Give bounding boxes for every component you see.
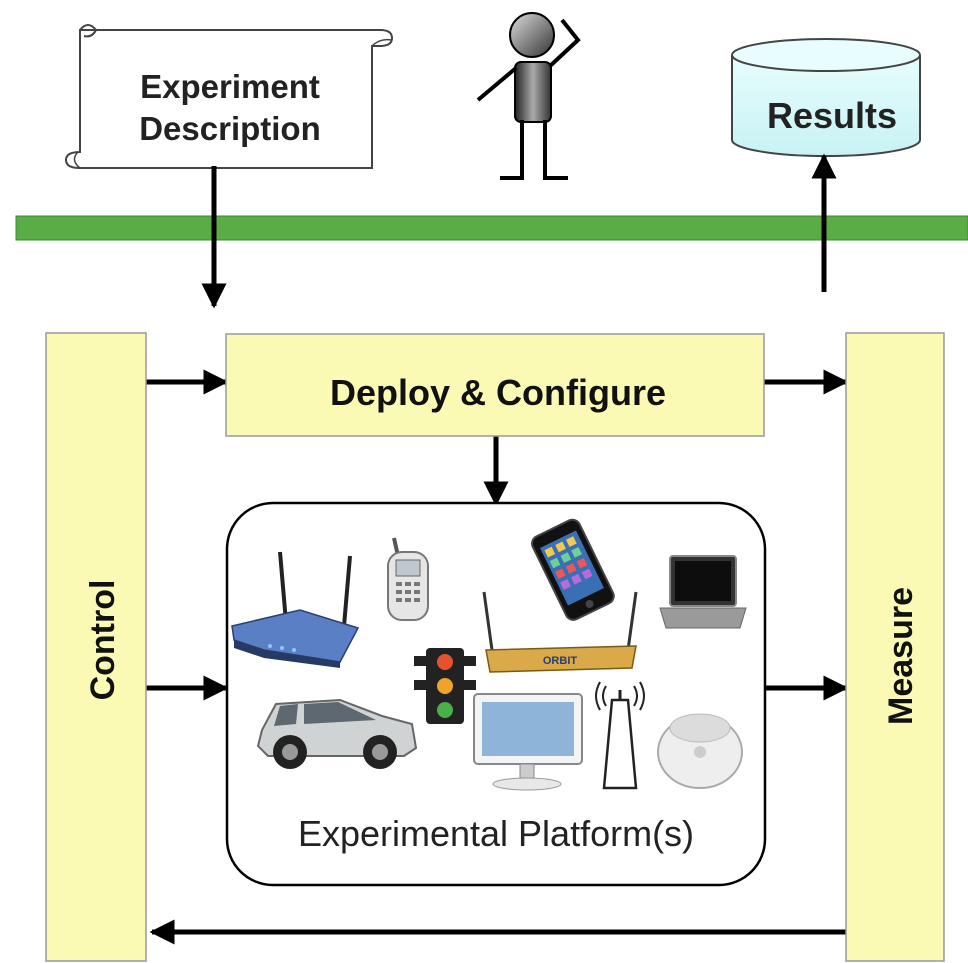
orbit-logo-text: ORBIT	[543, 655, 578, 667]
smartphone-icon	[531, 518, 615, 621]
deploy-configure-label: Deploy & Configure	[330, 372, 666, 413]
cell-phone-icon	[387, 537, 429, 621]
experimenter-icon	[476, 12, 581, 180]
laptop-icon	[659, 555, 747, 629]
scroll-line-2: Description	[139, 110, 321, 147]
traffic-light-icon	[414, 648, 476, 724]
experimental-platforms-label: Experimental Platform(s)	[298, 813, 694, 854]
experiment-description-scroll: Experiment Description	[64, 24, 394, 169]
wireless-router-icon	[231, 551, 360, 668]
scroll-line-1: Experiment	[140, 68, 320, 105]
orbit-node-icon: ORBIT	[482, 591, 638, 673]
desktop-monitor-icon	[473, 693, 583, 791]
suv-car-icon	[256, 698, 418, 769]
measure-label: Measure	[882, 587, 920, 725]
antenna-tower-icon	[595, 681, 645, 790]
measure-box: Measure	[845, 332, 945, 962]
results-label: Results	[767, 95, 897, 136]
green-bus-bar	[15, 215, 968, 241]
results-database: Results	[731, 38, 921, 157]
deploy-configure-box: Deploy & Configure	[225, 333, 765, 437]
sensor-node-icon	[657, 713, 743, 789]
control-box: Control	[45, 332, 147, 962]
control-label: Control	[84, 580, 122, 701]
